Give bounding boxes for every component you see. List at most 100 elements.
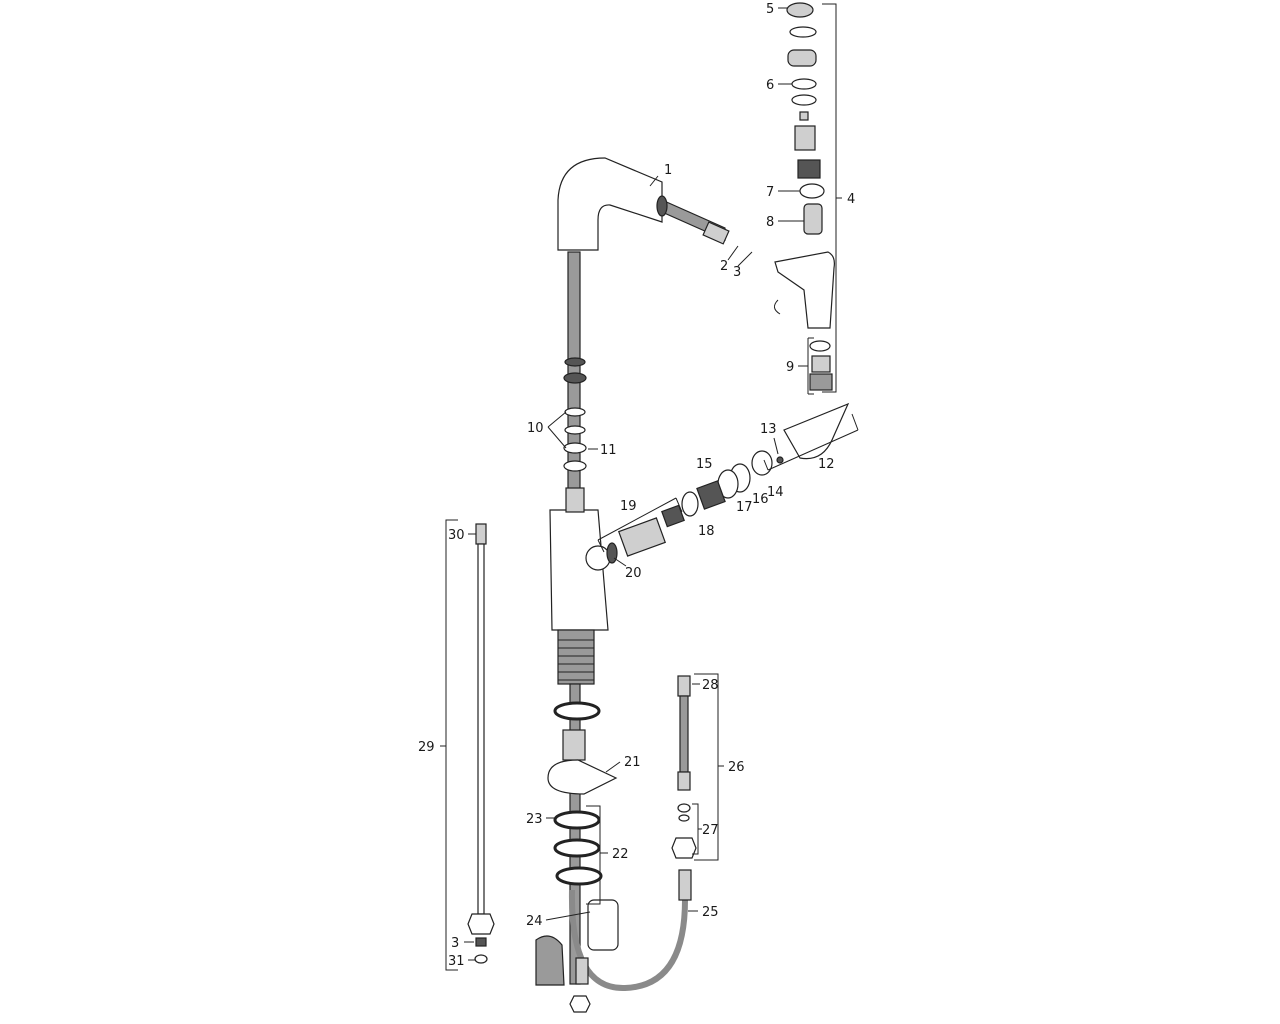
retaining-clip	[774, 299, 781, 315]
callout-27: 27	[702, 823, 719, 838]
callout-8: 8	[766, 215, 774, 230]
callout-14: 14	[767, 485, 784, 500]
callout-31: 31	[448, 954, 465, 969]
bracket-26	[694, 673, 724, 861]
aerator-oring	[809, 340, 831, 352]
screw-14	[776, 456, 784, 464]
mounting-sleeve	[562, 729, 586, 761]
callout-21: 21	[624, 755, 641, 770]
callout-12: 12	[818, 457, 835, 472]
adapter-a	[794, 125, 816, 151]
thread-lines	[558, 639, 594, 681]
bracket-12	[763, 413, 859, 471]
bottom-fitting	[575, 957, 589, 985]
callout-24: 24	[526, 914, 543, 929]
thread-ring	[797, 159, 821, 179]
body-seal	[553, 701, 601, 721]
part-7-nut	[799, 183, 825, 199]
leaders-right-column	[778, 7, 804, 222]
oring-b	[791, 94, 817, 106]
lever-handle	[783, 402, 850, 460]
flex-hose-end	[678, 869, 692, 901]
callout-9: 9	[786, 360, 794, 375]
aerator	[811, 355, 831, 373]
leader-13	[773, 437, 779, 455]
flex-hose-loop	[568, 889, 688, 992]
callout-7: 7	[766, 185, 774, 200]
callout-16: 16	[752, 492, 769, 507]
cartridge-19	[617, 517, 667, 557]
pipe-clip-5	[563, 460, 587, 472]
spout-end-ring	[656, 195, 668, 217]
pipe-clip-3	[564, 407, 586, 417]
pin	[799, 111, 809, 121]
spout-assembly	[535, 157, 730, 1013]
nut-a	[787, 49, 817, 67]
cover-ring	[751, 450, 773, 476]
bracket-27	[692, 803, 702, 855]
hose-29-nipple	[475, 523, 487, 545]
hose-29-nut	[467, 913, 495, 935]
bracket-22	[586, 805, 608, 905]
hand-shower-parts	[774, 2, 835, 391]
bracket-19	[597, 497, 683, 553]
part-20	[606, 542, 618, 564]
callout-17: 17	[736, 500, 753, 515]
leaders-29-30-31	[464, 533, 476, 961]
part-27-nut	[671, 837, 697, 859]
bracket-4	[822, 3, 842, 393]
bracket-9	[798, 337, 814, 395]
pipe-clip-4	[564, 425, 586, 435]
leader-10-11	[547, 411, 598, 450]
callout-26: 26	[728, 760, 745, 775]
hose-guide	[587, 899, 619, 951]
hose-29	[477, 543, 485, 915]
mounting-ring-1	[553, 810, 601, 830]
mounting-ring-3	[555, 866, 603, 886]
callout-25: 25	[702, 905, 719, 920]
part-27-ring	[677, 803, 691, 813]
callout-3-top: 3	[733, 265, 741, 280]
oring-18	[681, 491, 699, 517]
callout-1: 1	[664, 163, 672, 178]
hose-weight	[535, 935, 565, 986]
thread-15	[696, 480, 726, 510]
aerator-housing	[809, 373, 833, 391]
pipe-adapter	[565, 487, 585, 513]
leader-1	[649, 175, 659, 187]
bottom-nut	[569, 995, 591, 1013]
part-6-oring	[791, 78, 817, 90]
hose-26-nipple	[677, 675, 691, 697]
hand-shower-body	[774, 251, 835, 329]
hose-26-end	[677, 771, 691, 791]
mixer-body-socket	[585, 545, 611, 571]
hose-connector	[702, 221, 730, 245]
part-27-washer	[678, 814, 690, 822]
part-3-thread	[475, 937, 487, 947]
leader-21	[605, 761, 621, 773]
callout-labels: 1 2 3 3 4 5 6 7 8 9 10 11 12 13 14 15 16…	[418, 2, 855, 969]
mounting-ring-2	[553, 838, 601, 858]
callout-28: 28	[702, 678, 719, 693]
pipe-clip-1	[564, 357, 586, 367]
callout-29: 29	[418, 740, 435, 755]
callout-18: 18	[698, 524, 715, 539]
hose-26	[679, 695, 689, 773]
leader-20	[613, 557, 627, 567]
mounting-plate	[547, 759, 618, 795]
callout-2: 2	[720, 259, 728, 274]
callout-30: 30	[448, 528, 465, 543]
callout-4: 4	[847, 192, 855, 207]
spout-head	[557, 157, 663, 251]
callout-22: 22	[612, 847, 629, 862]
callout-15: 15	[696, 457, 713, 472]
callout-3-bottom: 3	[451, 936, 459, 951]
part-31	[474, 954, 488, 964]
callout-10: 10	[527, 421, 544, 436]
supply-hoses	[467, 523, 697, 964]
part-8-valve	[803, 203, 823, 235]
body-thread	[557, 629, 595, 685]
leader-lines	[440, 3, 859, 971]
callout-5: 5	[766, 2, 774, 17]
